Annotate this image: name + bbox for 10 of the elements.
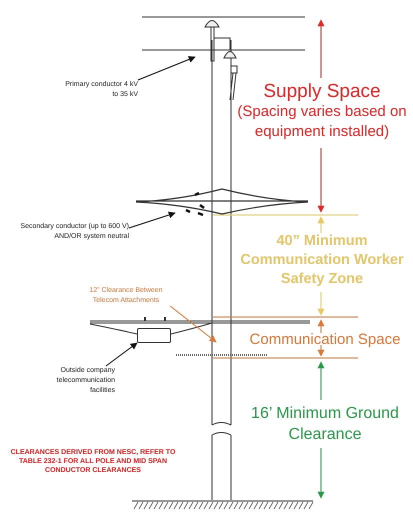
zone-label: 40” Minimum Communication Worker Safety Zone — [239, 232, 405, 289]
zone-label: (Spacing varies based on equipment installed) — [236, 102, 408, 141]
zone-label: Supply Space — [262, 80, 382, 104]
zone-label: Communication Space — [248, 330, 402, 350]
zone-label: 16’ Minimum Ground Clearance — [250, 404, 400, 445]
telecom-enclosure — [137, 328, 171, 343]
leader-arrow — [106, 342, 138, 366]
leader-arrow — [128, 212, 176, 228]
leader-arrow — [170, 306, 217, 342]
leader-arrow — [138, 56, 196, 80]
